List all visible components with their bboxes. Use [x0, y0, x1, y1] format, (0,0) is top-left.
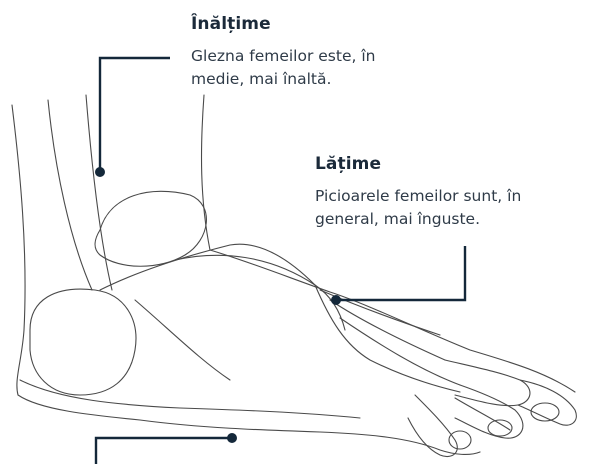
height-title: Înălțime [191, 14, 461, 34]
width-description: Picioarele femeilor sunt, în general, ma… [315, 185, 595, 231]
height-leader-line [100, 58, 170, 172]
sole-leader-line [96, 438, 232, 464]
width-marker-dot [331, 295, 341, 305]
height-marker-dot [95, 167, 105, 177]
width-description-line-2: general, mai înguste. [315, 208, 595, 231]
height-description-line-1: Glezna femeilor este, în [191, 45, 461, 68]
height-description-line-2: medie, mai înaltă. [191, 68, 461, 91]
width-description-line-1: Picioarele femeilor sunt, în [315, 185, 595, 208]
width-leader-line [336, 246, 465, 300]
width-callout: Lățime Picioarele femeilor sunt, în gene… [315, 154, 595, 231]
height-description: Glezna femeilor este, în medie, mai înal… [191, 45, 461, 91]
foot-outline-illustration [12, 95, 576, 457]
sole-marker-dot [227, 433, 237, 443]
leader-lines [96, 58, 465, 464]
width-title: Lățime [315, 154, 595, 174]
height-callout: Înălțime Glezna femeilor este, în medie,… [191, 14, 461, 91]
